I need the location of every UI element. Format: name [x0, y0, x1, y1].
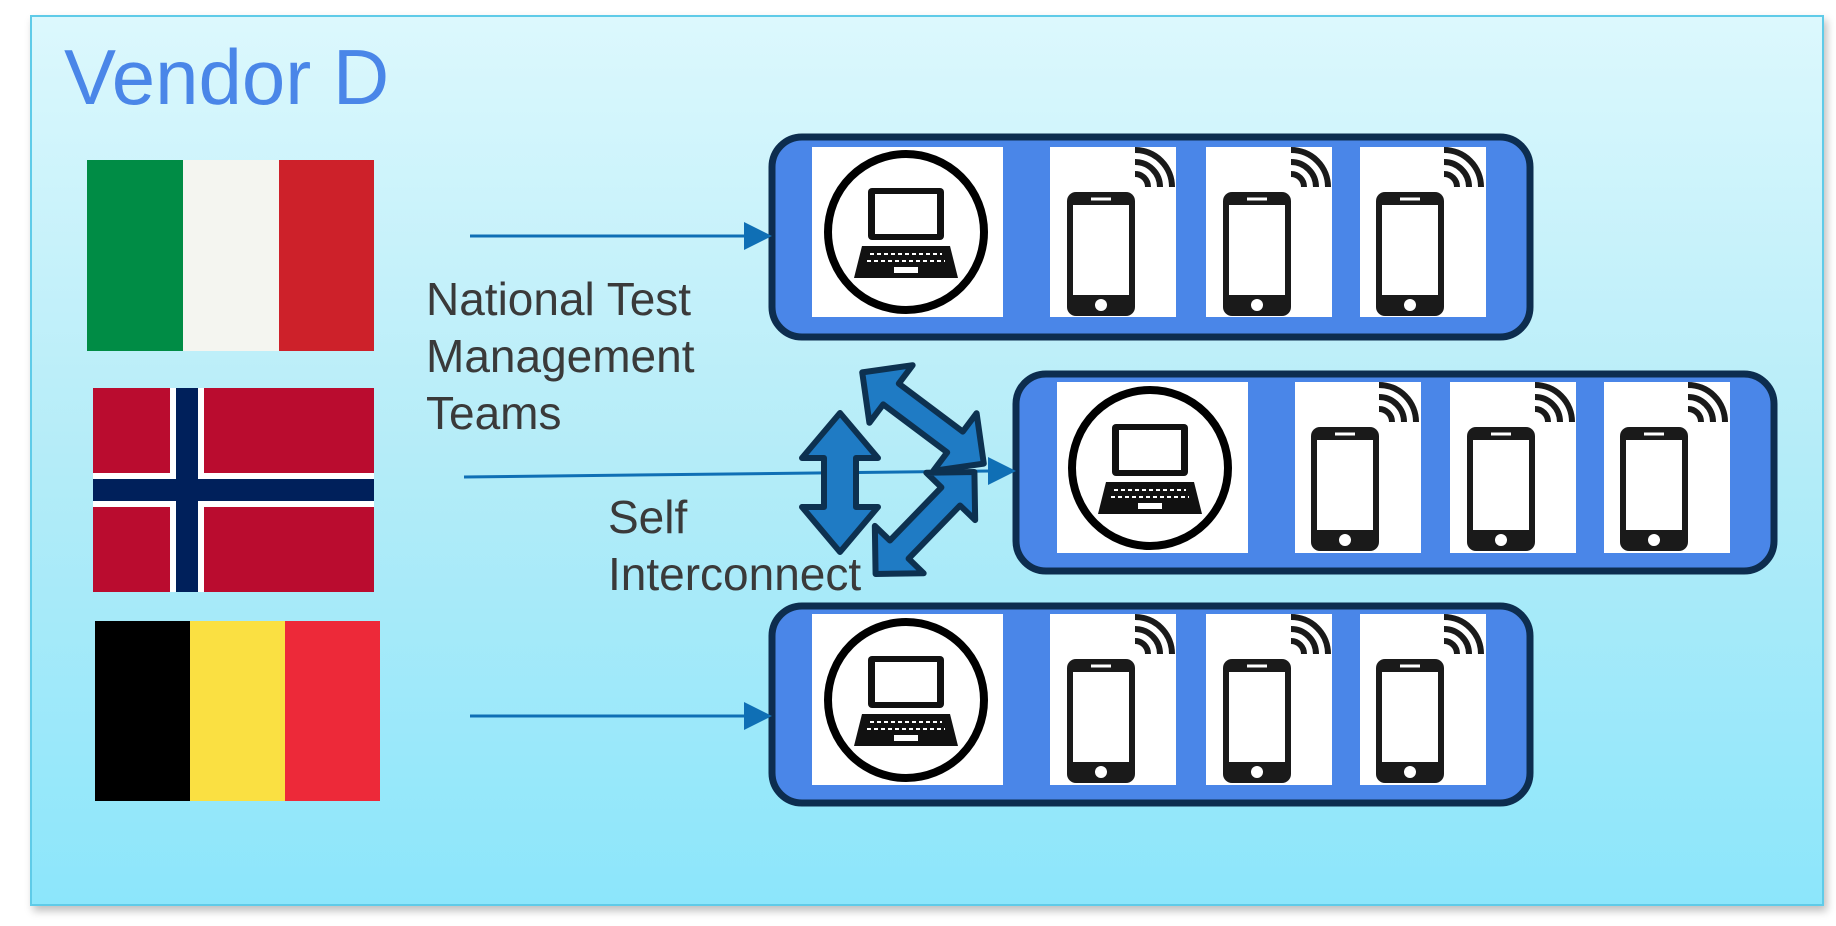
- national-teams-label-line2: Management: [426, 330, 695, 382]
- national-teams-label-line3: Teams: [426, 387, 562, 439]
- interconnect-arrow-upper: [859, 362, 987, 474]
- norway-flag: [93, 388, 374, 592]
- laptop-icon: [1072, 390, 1228, 546]
- vendor-title: Vendor D: [64, 33, 390, 121]
- device-group-norway: [1012, 370, 1778, 575]
- laptop-icon: [828, 622, 984, 778]
- connector-arrow-italy: [470, 222, 772, 250]
- interconnect-arrow-vertical: [799, 410, 881, 555]
- device-group-belgium: [768, 602, 1534, 807]
- connector-arrow-norway: [463, 457, 1016, 485]
- device-group-italy: [768, 133, 1534, 341]
- interconnect-arrow-lower: [871, 469, 979, 577]
- national-teams-label-line1: National Test: [426, 273, 692, 325]
- belgium-flag: [95, 621, 380, 801]
- laptop-icon: [828, 154, 984, 310]
- self-interconnect-label-line1: Self: [608, 491, 688, 543]
- italy-flag: [87, 160, 374, 351]
- self-interconnect-label-line2: Interconnect: [608, 548, 862, 600]
- connector-arrow-belgium: [470, 702, 772, 730]
